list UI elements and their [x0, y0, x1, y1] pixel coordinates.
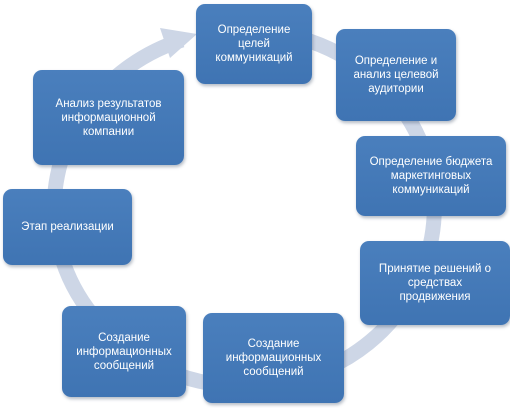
node-implementation-stage: Этап реализации	[3, 189, 132, 265]
cycle-arrow-head	[160, 28, 197, 58]
